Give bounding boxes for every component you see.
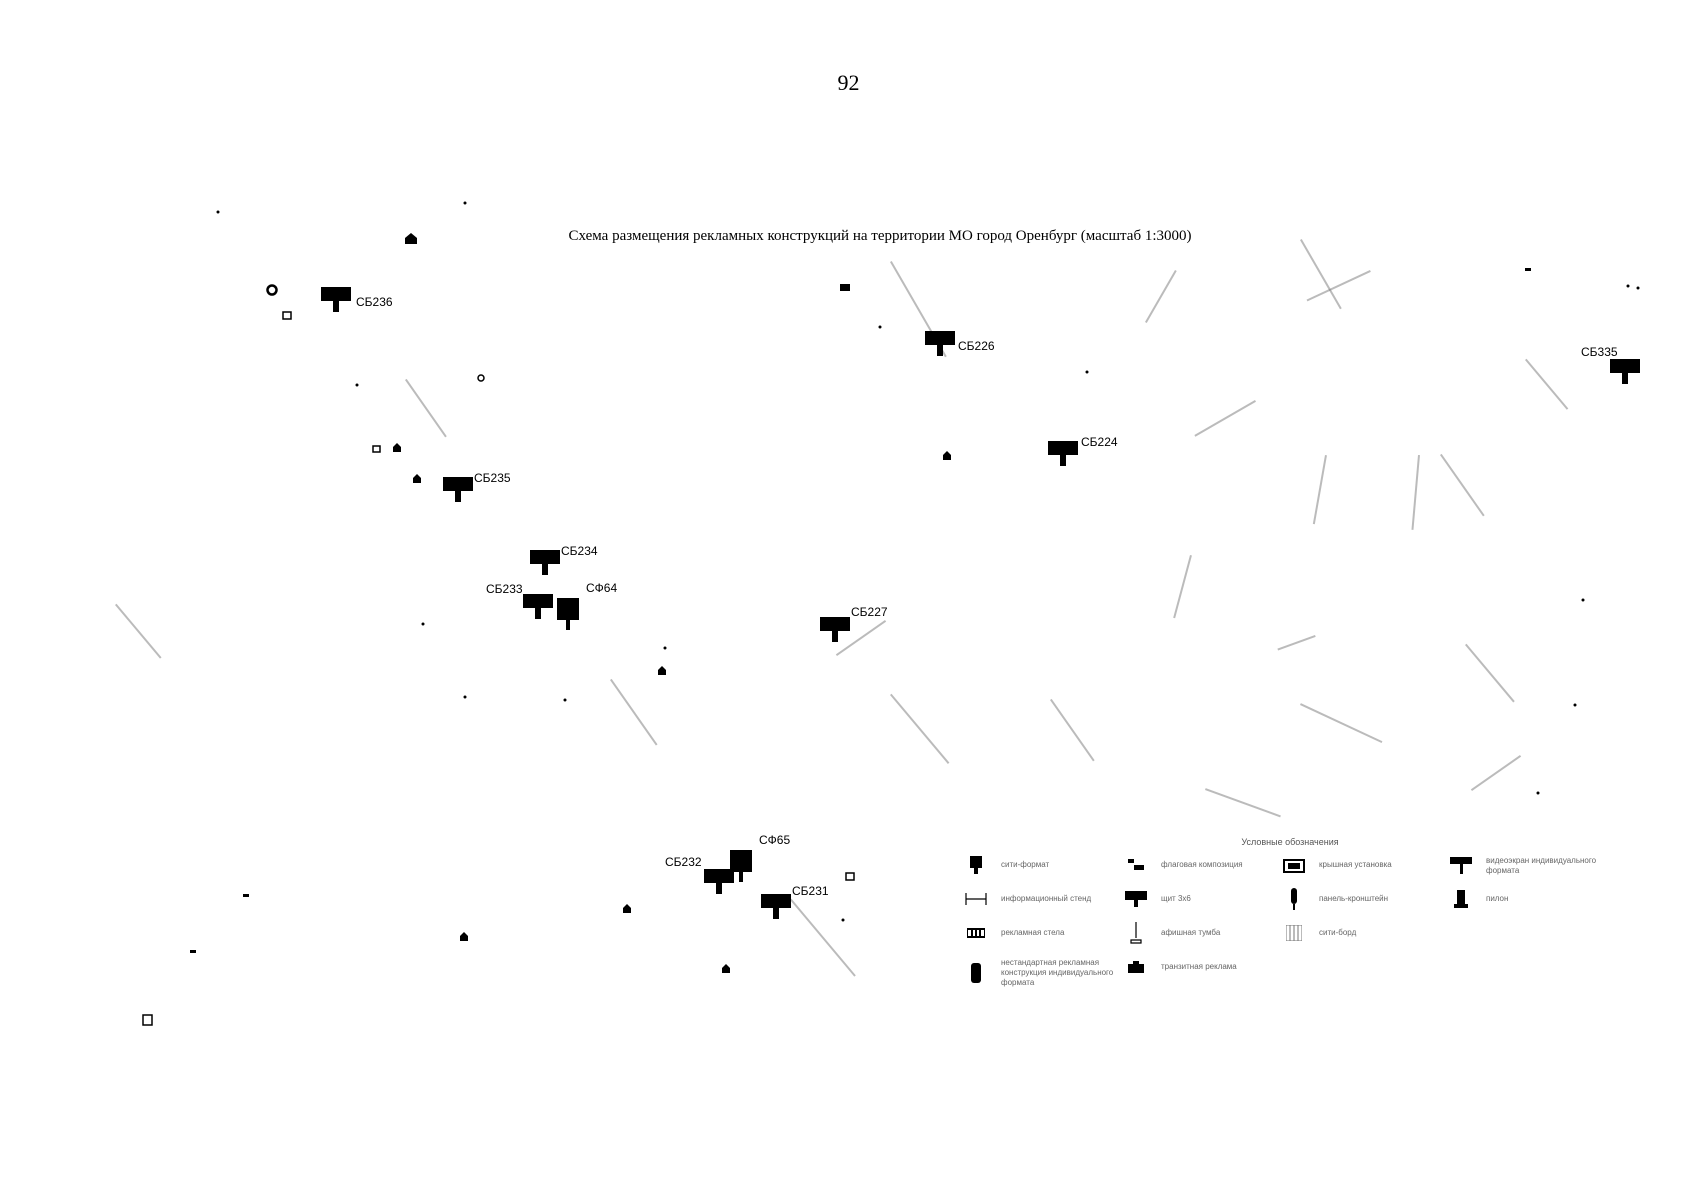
legend-item: информационный стенд	[965, 890, 1091, 908]
legend-item: рекламная стела	[965, 924, 1064, 942]
info-stand-icon	[965, 890, 987, 908]
legend-label: пилон	[1486, 894, 1509, 903]
legend-label: афишная тумба	[1161, 928, 1221, 937]
legend-label: транзитная реклама	[1161, 962, 1237, 971]
legend-item: нестандартная рекламная конструкция инди…	[965, 958, 1121, 988]
billboard-marker: СБ236	[321, 287, 393, 312]
marker-label: СБ224	[1081, 435, 1118, 449]
marker-label: СБ232	[665, 855, 702, 869]
custom-structure-icon	[965, 963, 987, 983]
page-number: 92	[837, 70, 860, 95]
marker-label: СБ234	[561, 544, 598, 558]
billboard-marker: СБ224	[1048, 435, 1118, 466]
legend: сити-формат флаговая композиция крышная ус…	[965, 856, 1615, 1016]
marker-label: СБ236	[356, 295, 393, 309]
pylon-icon	[1450, 890, 1472, 908]
marker-label: СБ231	[792, 884, 829, 898]
flag-marker: СФ65	[730, 833, 790, 882]
transit-ad-icon	[1125, 958, 1147, 976]
billboard-marker: СБ232	[665, 855, 734, 894]
billboard-marker: СБ335	[1581, 345, 1640, 384]
marker-label: СФ65	[759, 833, 790, 847]
legend-item: сити-борд	[1283, 924, 1356, 942]
marker-label: СФ64	[586, 581, 617, 595]
legend-item: пилон	[1450, 890, 1508, 908]
legend-item: флаговая композиция	[1125, 856, 1243, 874]
legend-item: афишная тумба	[1125, 922, 1221, 944]
billboard-marker: СБ227	[820, 605, 888, 642]
video-screen-icon	[1450, 857, 1472, 875]
billboard-marker: СБ235	[443, 471, 511, 502]
legend-label: информационный стенд	[1001, 894, 1092, 903]
legend-item: транзитная реклама	[1125, 958, 1237, 976]
minor-symbols	[142, 201, 1640, 1026]
map-title: Схема размещения рекламных конструкций н…	[568, 228, 1192, 244]
legend-item: видеоэкран индивидуального формата	[1450, 856, 1606, 876]
billboard-marker: СБ231	[761, 884, 829, 919]
legend-label: сити-борд	[1319, 928, 1357, 937]
billboard-icon	[1125, 890, 1147, 908]
billboard-marker: СБ234	[530, 544, 598, 575]
legend-label: щит 3х6	[1161, 894, 1191, 903]
legend-label: видеоэкран индивидуального формата	[1486, 856, 1597, 875]
bracket-panel-icon	[1283, 888, 1305, 910]
marker-label: СБ233	[486, 582, 523, 596]
legend-label: крышная установка	[1319, 860, 1392, 869]
marker-label: СБ235	[474, 471, 511, 485]
legend-item: сити-формат	[965, 856, 1049, 874]
legend-label: панель-кронштейн	[1319, 894, 1389, 903]
legend-item: крышная установка	[1283, 856, 1392, 874]
flag-composition-icon	[1125, 856, 1147, 874]
marker-label: СБ335	[1581, 345, 1618, 359]
legend-label: сити-формат	[1001, 860, 1050, 869]
legend-label: рекламная стела	[1001, 928, 1065, 937]
legend-label: флаговая композиция	[1161, 860, 1243, 869]
legend-label: нестандартная рекламная конструкция инди…	[1001, 958, 1114, 987]
marker-label: СБ226	[958, 339, 995, 353]
billboard-marker: СБ233	[486, 582, 553, 619]
flag-marker: СФ64	[557, 581, 617, 630]
legend-title: Условные обозначения	[1241, 837, 1339, 847]
legend-item: панель-кронштейн	[1283, 888, 1389, 910]
city-board-icon	[1283, 924, 1305, 942]
roof-installation-icon	[1283, 856, 1305, 874]
citylight-icon	[965, 856, 987, 874]
stele-icon	[965, 924, 987, 942]
poster-column-icon	[1125, 922, 1147, 944]
marker-label: СБ227	[851, 605, 888, 619]
legend-item: щит 3х6	[1125, 890, 1191, 908]
billboard-marker: СБ226	[925, 331, 995, 356]
